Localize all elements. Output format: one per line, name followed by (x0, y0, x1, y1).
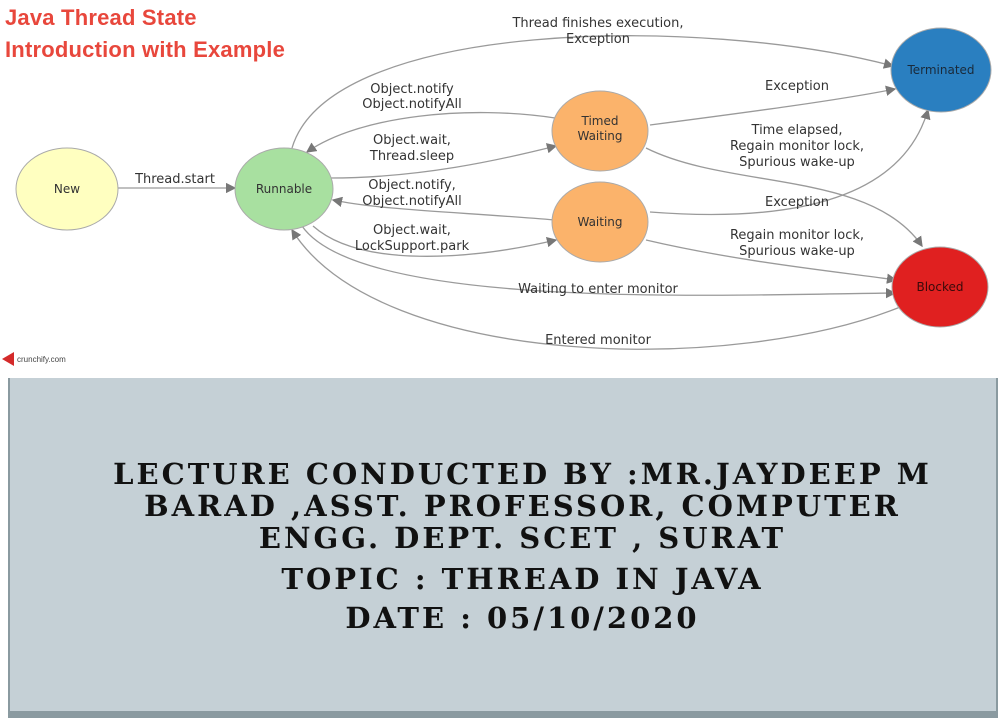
trans-wait-park-1: Object.wait, (373, 223, 451, 238)
label-new: New (54, 182, 80, 196)
trans-time-elapsed-1: Time elapsed, (751, 123, 843, 138)
state-waiting (551, 181, 649, 263)
state-terminated (890, 27, 992, 113)
crunchify-logo: crunchify.com (2, 352, 66, 366)
trans-exception-2: Exception (765, 195, 829, 210)
trans-time-elapsed-2: Regain monitor lock, (730, 139, 864, 154)
edge-runnable-timedwaiting (329, 143, 558, 179)
trans-finishes-1: Thread finishes execution, (511, 16, 683, 31)
thread-state-diagram: New Runnable Timed Waiting Waiting Termi… (2, 5, 992, 366)
state-runnable (234, 147, 334, 231)
trans-wait-sleep-1: Object.wait, (373, 133, 451, 148)
trans-thread-start: Thread.start (134, 172, 215, 187)
edge-blocked-runnable (291, 228, 906, 350)
edge-runnable-blocked (301, 225, 897, 299)
label-waiting: Waiting (577, 215, 622, 229)
lecture-date: DATE : 05/10/2020 (345, 601, 700, 635)
logo-text: crunchify.com (17, 354, 66, 364)
trans-notify2-1: Object.notify, (368, 178, 456, 193)
diagram-canvas: New Runnable Timed Waiting Waiting Termi… (15, 16, 992, 350)
trans-regain-2: Spurious wake-up (739, 244, 855, 259)
trans-notify1-2: Object.notifyAll (362, 97, 462, 112)
trans-waiting-to-enter: Waiting to enter monitor (518, 282, 678, 297)
diagram-title-line1: Java Thread State (5, 5, 197, 30)
edge-timedwaiting-terminated (649, 85, 897, 126)
lecture-line-1: LECTURE CONDUCTED BY :MR.JAYDEEP M (113, 457, 932, 491)
trans-entered-monitor: Entered monitor (545, 333, 652, 348)
diagram-title-line2: Introduction with Example (5, 37, 286, 62)
label-runnable: Runnable (256, 182, 312, 196)
trans-finishes-2: Exception (566, 32, 630, 47)
edge-timedwaiting-blocked (645, 147, 923, 248)
label-timed-waiting-1: Timed (581, 114, 619, 128)
edge-waiting-terminated (649, 108, 931, 216)
trans-wait-sleep-2: Thread.sleep (369, 149, 454, 164)
lecture-info-panel (8, 378, 998, 712)
trans-notify2-2: Object.notifyAll (362, 194, 462, 209)
lecture-line-3: ENGG. DEPT. SCET , SURAT (258, 521, 787, 555)
trans-exception-1: Exception (765, 79, 829, 94)
label-terminated: Terminated (906, 63, 974, 77)
lecture-topic: TOPIC : THREAD IN JAVA (281, 562, 764, 596)
panel-bottom-border (8, 711, 998, 718)
trans-regain-1: Regain monitor lock, (730, 228, 864, 243)
edge-waiting-blocked (645, 239, 898, 284)
state-new (15, 147, 119, 231)
state-timed-waiting (551, 90, 649, 172)
label-timed-waiting-2: Waiting (577, 129, 622, 143)
edge-timedwaiting-runnable (305, 111, 556, 153)
edge-runnable-terminated (291, 35, 895, 149)
label-blocked: Blocked (916, 280, 963, 294)
lecture-line-2: BARAD ,ASST. PROFESSOR, COMPUTER (144, 489, 901, 523)
state-blocked (891, 246, 989, 328)
trans-wait-park-2: LockSupport.park (355, 239, 470, 254)
trans-time-elapsed-3: Spurious wake-up (739, 155, 855, 170)
edge-waiting-runnable (331, 196, 556, 221)
edge-runnable-waiting (312, 225, 558, 257)
crunchify-logo-icon (2, 352, 14, 366)
trans-notify1-1: Object.notify (370, 82, 454, 97)
